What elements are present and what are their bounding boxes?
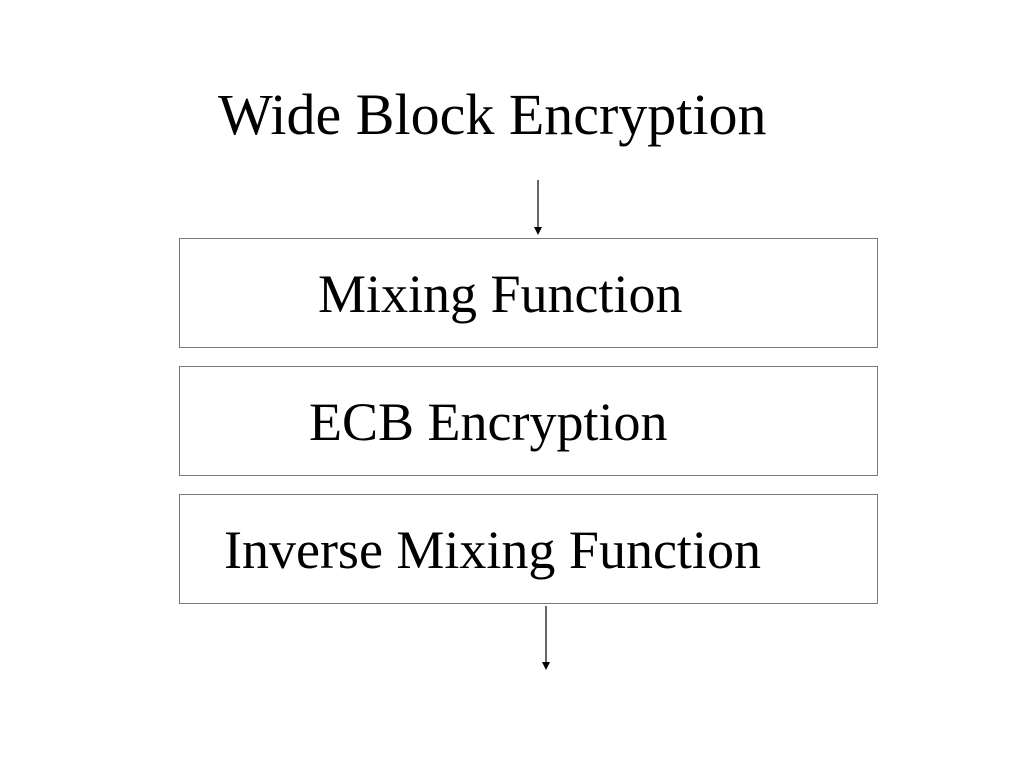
diagram-title: Wide Block Encryption <box>218 82 767 147</box>
mixing-function-label: Mixing Function <box>318 264 683 324</box>
ecb-encryption-label: ECB Encryption <box>309 392 668 452</box>
inverse-mixing-function-box: Inverse Mixing Function <box>179 494 878 604</box>
mixing-function-box: Mixing Function <box>179 238 878 348</box>
ecb-encryption-box: ECB Encryption <box>179 366 878 476</box>
inverse-mixing-function-label: Inverse Mixing Function <box>224 520 761 580</box>
